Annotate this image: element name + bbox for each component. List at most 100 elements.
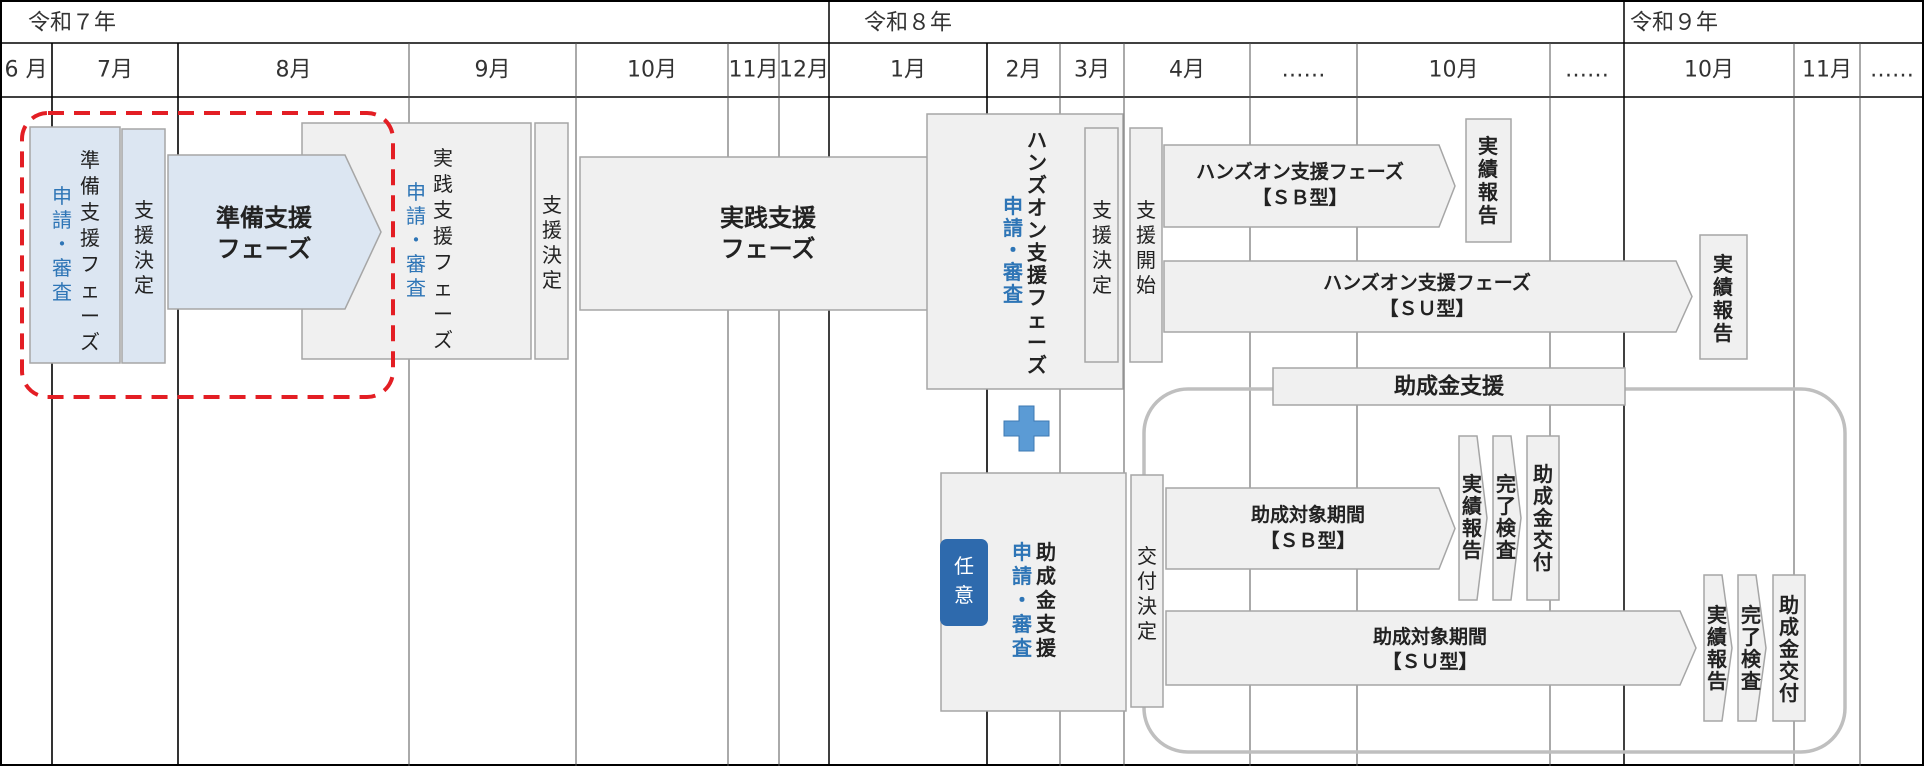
handson-su-report-text-char: 績 xyxy=(1713,275,1733,299)
su-payment-text-char: 付 xyxy=(1779,681,1799,705)
subsidy-title: 助成金支援 xyxy=(1394,374,1505,400)
su-payment-text-char: 交 xyxy=(1779,659,1799,683)
practice-apply-text-char: ー xyxy=(433,302,453,326)
practice-phase-text: フェーズ xyxy=(721,235,816,263)
su-report-text-char: 報 xyxy=(1707,647,1728,671)
prep-apply-box xyxy=(29,126,121,364)
sb-inspection-text-char: 了 xyxy=(1496,494,1516,518)
sb-inspection-text-char: 検 xyxy=(1496,516,1517,540)
su-inspection-text-char: 完 xyxy=(1741,603,1761,627)
handson-su-report-box xyxy=(1699,234,1748,360)
handson-sb-report-box xyxy=(1465,118,1512,243)
month-label: …… xyxy=(1282,58,1326,83)
prep-decision-box xyxy=(121,128,166,364)
practice-phase-text: 実践支援 xyxy=(720,204,817,232)
handson-apply-text-char: フ xyxy=(1027,286,1047,310)
practice-apply-text-char: 支 xyxy=(433,198,453,222)
practice-apply-text-char: 援 xyxy=(433,224,453,248)
su-inspection-box xyxy=(1737,574,1767,722)
prep-decision-text-char: 定 xyxy=(134,273,154,297)
su-payment-text-char: 成 xyxy=(1779,615,1799,639)
year-label: 令和８年 xyxy=(864,11,952,36)
handson-su-report-text-char: 告 xyxy=(1713,321,1733,345)
optional-text: 意 xyxy=(954,583,974,607)
prep-apply-text-char: ー xyxy=(80,304,100,328)
optional-text: 任 xyxy=(954,554,974,578)
subsidy-sb-text: 助成対象期間 xyxy=(1251,503,1365,526)
handson-apply-text-char: ー xyxy=(1027,331,1047,355)
handson-apply-text-char: ズ xyxy=(1027,353,1047,377)
practice-decision-text-char: 支 xyxy=(542,193,562,217)
handson-decision-text-char: 定 xyxy=(1092,273,1112,297)
prep-decision-text-char: 援 xyxy=(134,223,154,247)
su-payment-text-char: 助 xyxy=(1779,593,1799,617)
grant-decision-text-char: 定 xyxy=(1137,619,1157,643)
handson-decision-text-char: 支 xyxy=(1092,198,1112,222)
shinsei-shinsa-text-char: 審 xyxy=(52,256,72,280)
prep-apply-text-char: フ xyxy=(80,252,100,276)
month-label: 11月 xyxy=(729,58,779,83)
month-label: 6 月 xyxy=(5,58,48,83)
handson-start-box xyxy=(1129,127,1163,363)
practice-decision-text-char: 決 xyxy=(542,243,562,267)
handson-shinsa-text-char: 請 xyxy=(1003,216,1023,240)
handson-apply-text-char: オ xyxy=(1027,196,1047,220)
practice-apply-text-char: 実 xyxy=(433,146,453,170)
su-inspection-text-char: 査 xyxy=(1741,669,1761,693)
shinsei-shinsa-text-char: ・ xyxy=(52,232,72,256)
month-label: 10月 xyxy=(1684,58,1734,83)
subsidy-apply-text-char: 援 xyxy=(1036,636,1057,660)
grant-decision-text-char: 決 xyxy=(1137,594,1157,618)
handson-su-report-text-char: 実 xyxy=(1713,252,1733,276)
subsidy-shinsa-text-char: 審 xyxy=(1011,612,1033,636)
handson-decision-text-char: 援 xyxy=(1092,223,1112,247)
year-label: 令和９年 xyxy=(1630,11,1718,36)
subsidy-sb-arrow xyxy=(1165,487,1456,570)
sb-report-text-char: 績 xyxy=(1462,494,1482,518)
practice-apply-text-char: フ xyxy=(433,250,453,274)
su-report-text-char: 実 xyxy=(1707,603,1727,627)
handson-start-text-char: 支 xyxy=(1136,198,1156,222)
subsidy-shinsa-text-char: 請 xyxy=(1012,564,1032,588)
subsidy-apply-text-char: 助 xyxy=(1036,540,1056,564)
handson-apply-text-char: ン xyxy=(1027,151,1047,175)
handson-su-text: ハンズオン支援フェーズ xyxy=(1323,271,1531,294)
handson-su-report-text-char: 報 xyxy=(1713,298,1734,322)
subsidy-title-box xyxy=(1272,367,1626,406)
prep-phase-text: フェーズ xyxy=(217,235,312,263)
month-label: 3月 xyxy=(1074,58,1110,83)
practice-apply-text-char: ズ xyxy=(433,328,453,352)
practice-phase-arrow xyxy=(579,156,974,311)
handson-apply-text-char: ハ xyxy=(1027,128,1047,152)
prep-apply-text-char: 援 xyxy=(80,226,100,250)
practice-shinsa-text-char: 査 xyxy=(406,276,426,300)
handson-shinsa-text-char: 査 xyxy=(1003,282,1023,306)
sb-payment-text-char: 助 xyxy=(1533,462,1553,486)
subsidy-apply-text-char: 支 xyxy=(1036,612,1057,636)
practice-apply-text-char: ェ xyxy=(433,276,453,300)
handson-decision-box xyxy=(1084,127,1119,363)
year-label: 令和７年 xyxy=(28,11,116,36)
subsidy-su-text: 助成対象期間 xyxy=(1373,625,1487,648)
handson-start-text-char: 開 xyxy=(1136,248,1156,272)
sb-report-box xyxy=(1458,435,1488,601)
practice-decision-text-char: 援 xyxy=(542,218,562,242)
sb-report-text-char: 実 xyxy=(1462,472,1482,496)
su-inspection-text-char: 了 xyxy=(1741,625,1761,649)
plus-icon xyxy=(1003,405,1050,452)
subsidy-sb-text: 【ＳＢ型】 xyxy=(1260,529,1355,552)
optional-badge xyxy=(940,539,988,626)
month-label: 7月 xyxy=(97,58,133,83)
handson-shinsa-text-char: ・ xyxy=(1003,238,1023,262)
month-label: 12月 xyxy=(779,58,829,83)
handson-sb-text: ハンズオン支援フェーズ xyxy=(1196,160,1404,183)
prep-apply-text-char: 備 xyxy=(80,174,100,198)
handson-start-text-char: 援 xyxy=(1136,223,1156,247)
handson-apply-text-char: ェ xyxy=(1027,308,1047,332)
handson-apply-text-char: ン xyxy=(1027,218,1047,242)
practice-shinsa-text-char: ・ xyxy=(406,228,426,252)
handson-sb-report-text-char: 告 xyxy=(1478,203,1498,227)
su-payment-box xyxy=(1772,574,1806,722)
handson-apply-text-char: ズ xyxy=(1027,173,1047,197)
